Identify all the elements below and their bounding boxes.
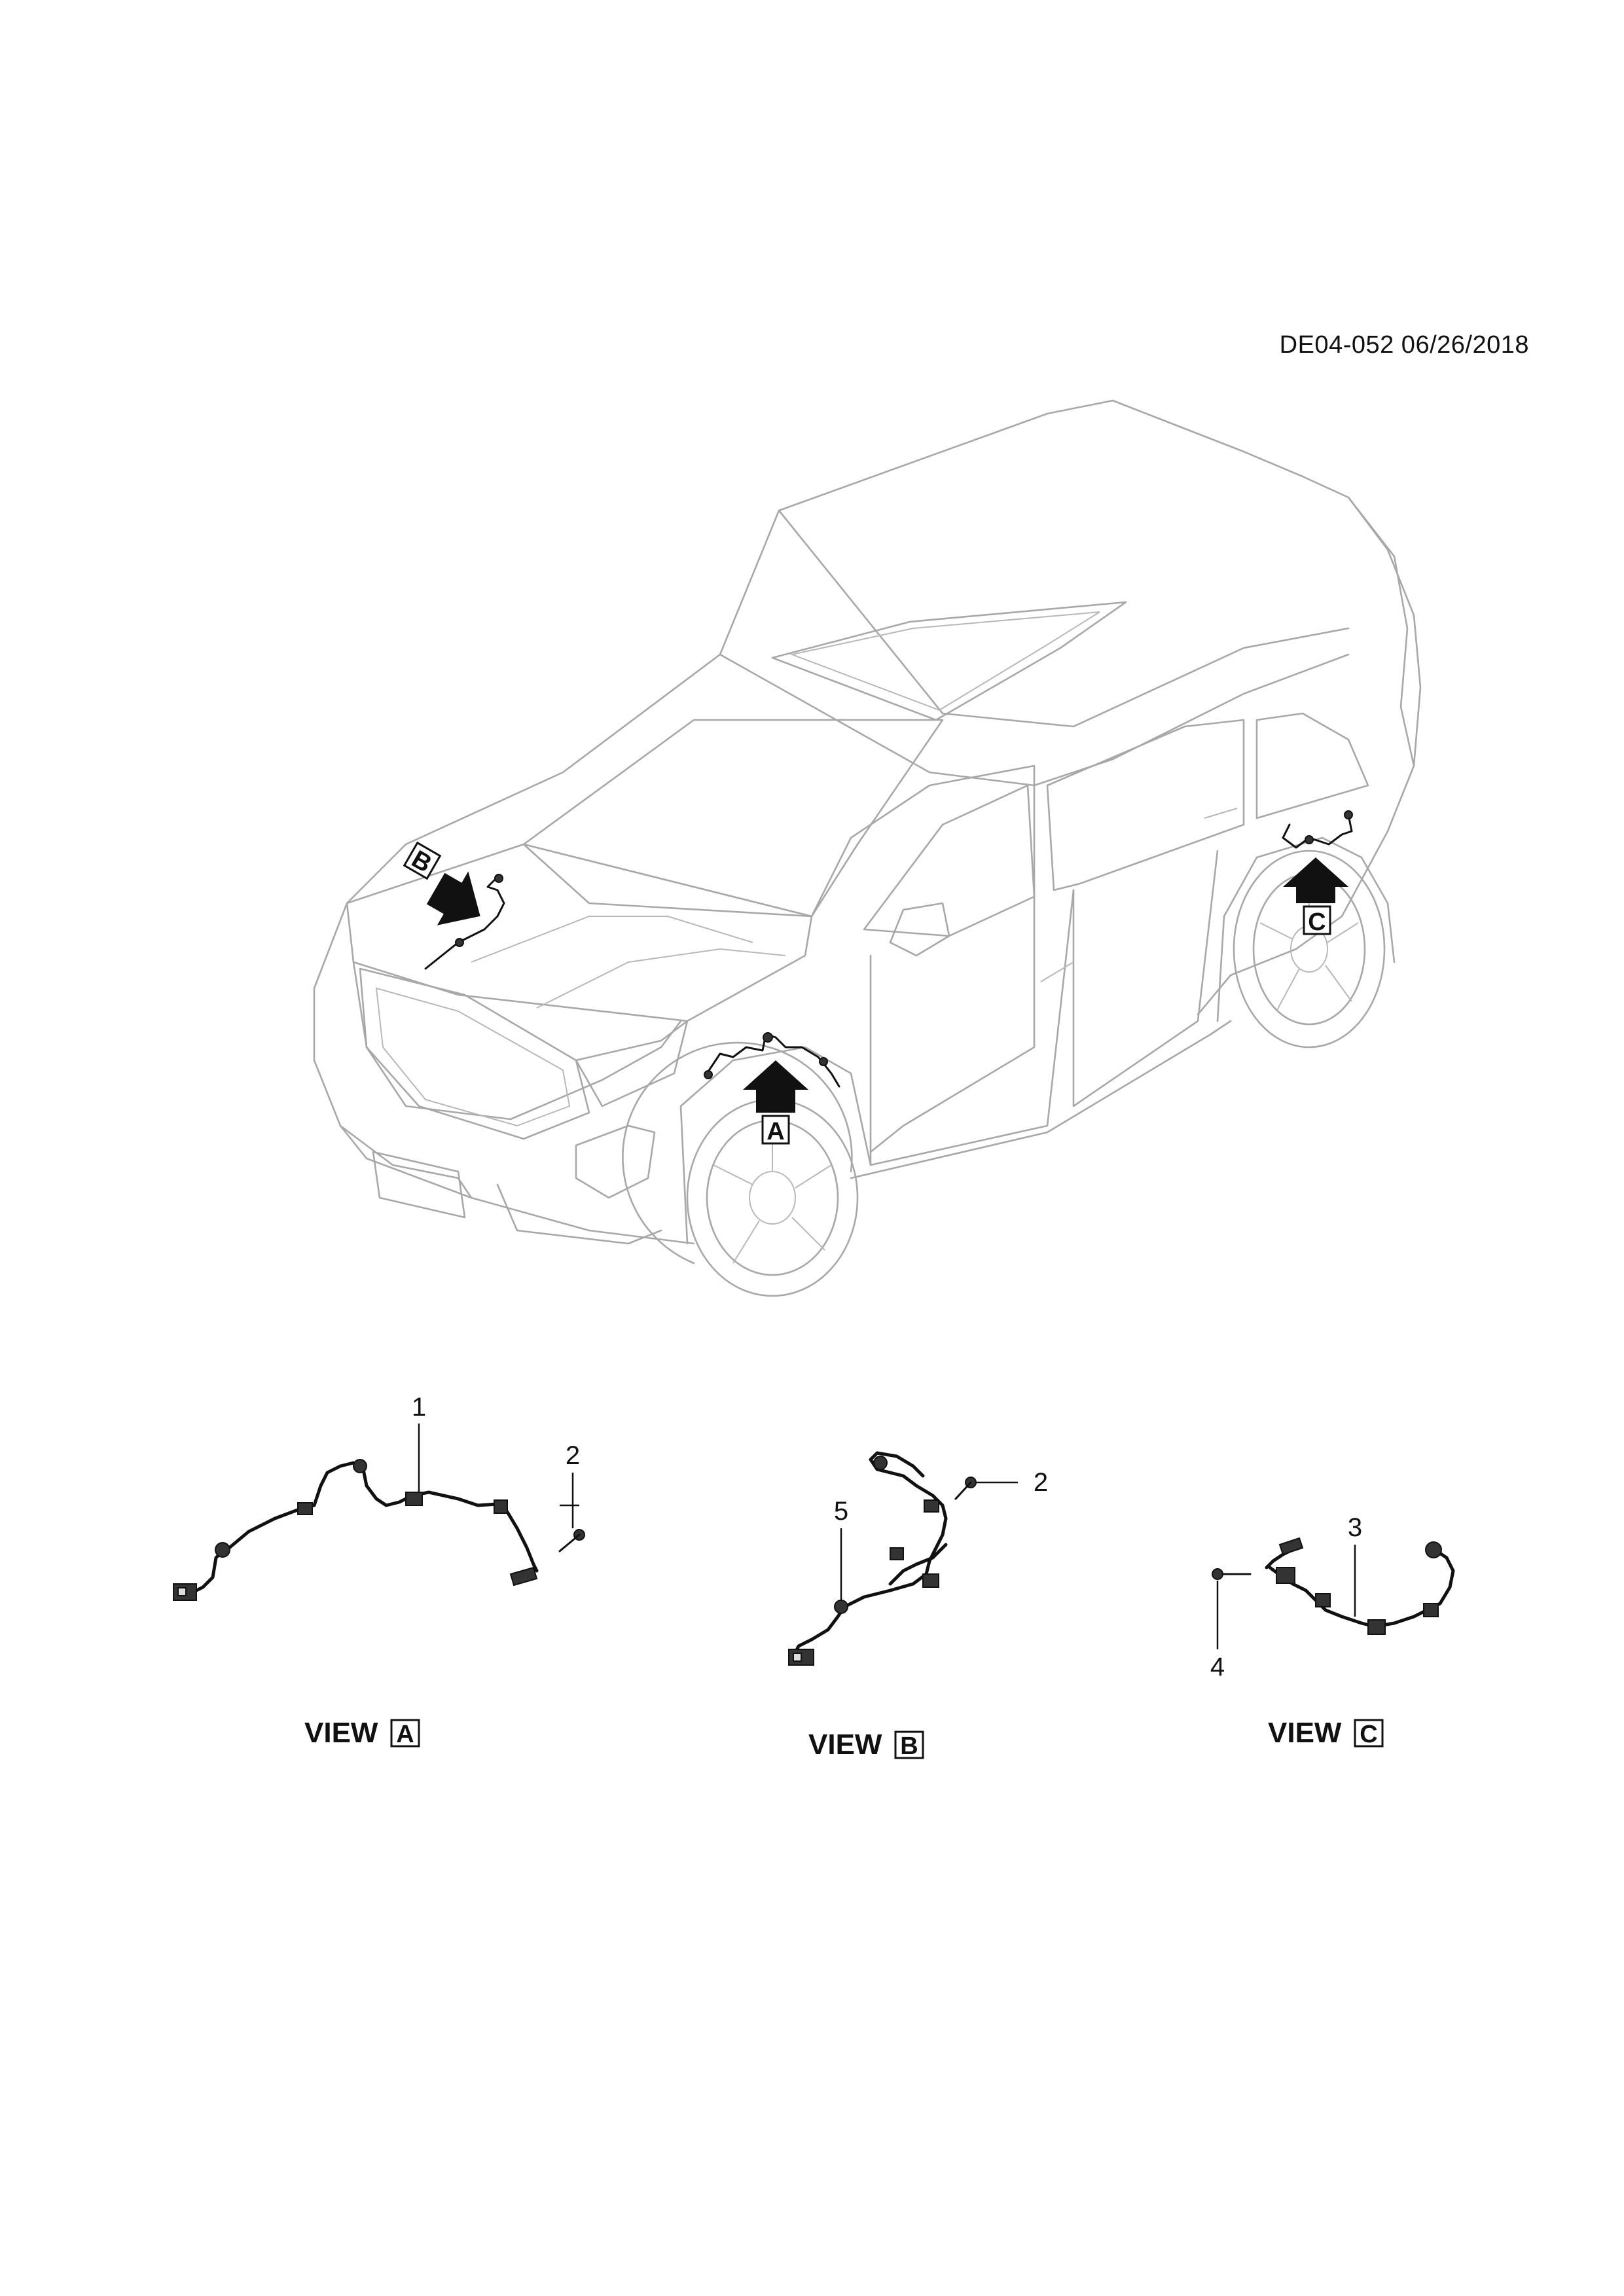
document-id-label: DE04-052 06/26/2018 [1279, 331, 1529, 359]
view-b-title: VIEW [808, 1729, 882, 1761]
harness-part-3 [1265, 1537, 1455, 1635]
view-b-letter: B [900, 1732, 918, 1760]
view-arrow-b: B [403, 841, 480, 925]
view-a-title: VIEW [304, 1717, 378, 1749]
harness-part-1 [173, 1459, 539, 1601]
view-direction-arrow-icon [743, 1060, 808, 1113]
bolt-part-2-view-a [558, 1504, 585, 1552]
view-arrow-c: C [1283, 857, 1348, 936]
view-marker-c: C [1308, 908, 1326, 936]
view-a-detail: 1 2 VIEW A [173, 1393, 585, 1749]
view-b-detail: 5 2 VIEW B [788, 1451, 1048, 1761]
view-marker-a: A [767, 1118, 784, 1145]
bolt-part-4 [1212, 1568, 1252, 1580]
callout-4: 4 [1210, 1653, 1225, 1681]
view-c-detail: 3 4 VIEW C [1210, 1513, 1455, 1749]
view-direction-arrow-icon [1283, 857, 1348, 903]
callout-1: 1 [412, 1393, 426, 1422]
callout-2-view-a: 2 [566, 1441, 580, 1470]
view-c-title: VIEW [1268, 1717, 1342, 1749]
vehicle-harness-routing-rear [1282, 810, 1353, 849]
view-c-letter: C [1360, 1721, 1377, 1748]
vehicle-harness-routing-front-right [424, 874, 505, 970]
view-a-letter: A [396, 1721, 414, 1748]
suv-body-outline [313, 399, 1422, 1297]
callout-5: 5 [834, 1497, 848, 1526]
view-arrow-a: A [743, 1060, 808, 1145]
callout-2-view-b: 2 [1034, 1468, 1048, 1497]
vehicle-harness-routing-front-left [704, 1032, 840, 1088]
callout-3: 3 [1348, 1513, 1362, 1542]
bolt-part-2-view-b [954, 1477, 977, 1500]
view-direction-arrow-icon [426, 871, 480, 925]
harness-part-5 [788, 1451, 948, 1666]
